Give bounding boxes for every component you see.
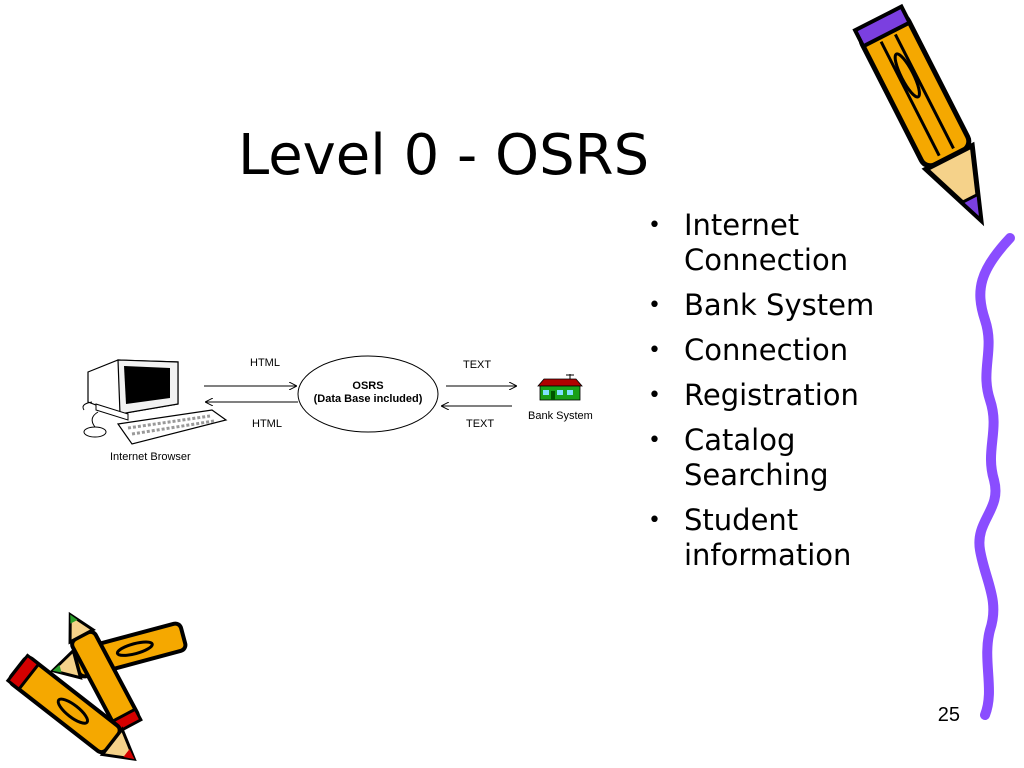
bullet-text: Internet Connection — [684, 208, 849, 277]
bullet-marker: • — [648, 213, 661, 238]
bullet-item: • Catalog Searching — [648, 423, 948, 493]
bank-building-icon — [537, 374, 583, 401]
bullet-text: Registration — [684, 378, 859, 412]
bullet-text: Catalog Searching — [684, 423, 829, 492]
process-subtitle: (Data Base included) — [314, 393, 423, 405]
bullet-item: • Bank System — [648, 288, 948, 323]
bullet-item: • Internet Connection — [648, 208, 948, 278]
slide-title: Level 0 - OSRS — [238, 123, 650, 188]
bullet-item: • Registration — [648, 378, 948, 413]
computer-icon — [82, 359, 228, 445]
bullet-marker: • — [648, 428, 661, 453]
left-entity-label: Internet Browser — [110, 451, 191, 463]
bullet-text: Student information — [684, 503, 852, 572]
flow-label-top-left: HTML — [250, 357, 280, 369]
bullet-marker: • — [648, 293, 661, 318]
flow-label-top-right: TEXT — [463, 359, 491, 371]
bullet-item: • Connection — [648, 333, 948, 368]
right-entity-label: Bank System — [528, 410, 593, 422]
bullet-marker: • — [648, 338, 661, 363]
process-name: OSRS — [352, 380, 383, 392]
page-number: 25 — [937, 704, 960, 726]
flow-label-bottom-left: HTML — [252, 418, 282, 430]
flow-label-bottom-right: TEXT — [466, 418, 494, 430]
bullet-text: Connection — [684, 333, 849, 367]
bullet-marker: • — [648, 383, 661, 408]
osrs-process-bubble — [297, 355, 439, 433]
bullet-item: • Student information — [648, 503, 948, 573]
bullet-marker: • — [648, 508, 661, 533]
bullet-text: Bank System — [684, 288, 875, 322]
bullet-list: • Internet Connection • Bank System • Conne… — [648, 208, 948, 583]
